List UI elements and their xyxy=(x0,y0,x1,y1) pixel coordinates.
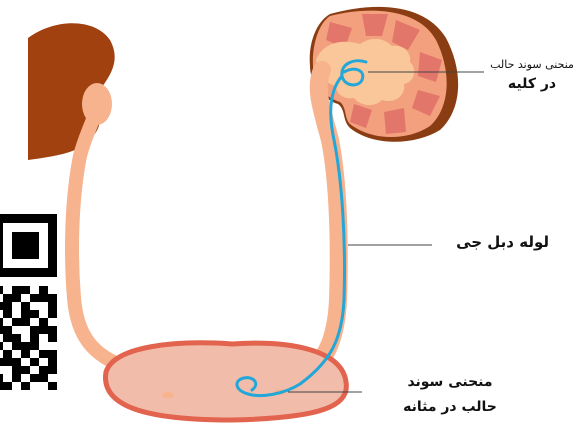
kidney-location-text: در کلیه xyxy=(477,75,587,94)
bladder xyxy=(106,343,347,420)
bladder-curl-label: منحنی سوند حالب در مثانه xyxy=(375,370,525,419)
qr-code-icon xyxy=(0,214,57,390)
kidney-pyramid xyxy=(384,108,406,134)
bladder-location-text: حالب در مثانه xyxy=(375,395,525,420)
right-ureter xyxy=(300,70,339,380)
kidney-curl-label: منحنی سوند حالب در کلیه xyxy=(477,58,587,94)
left-renal-pelvis xyxy=(82,83,112,125)
bladder-curl-text: منحنی سوند xyxy=(375,370,525,395)
left-ureter xyxy=(72,100,128,368)
tube-label: لوله دبل جی xyxy=(456,232,549,252)
left-ureter-orifice xyxy=(162,392,174,398)
kidney-curl-text: منحنی سوند حالب xyxy=(477,58,587,73)
